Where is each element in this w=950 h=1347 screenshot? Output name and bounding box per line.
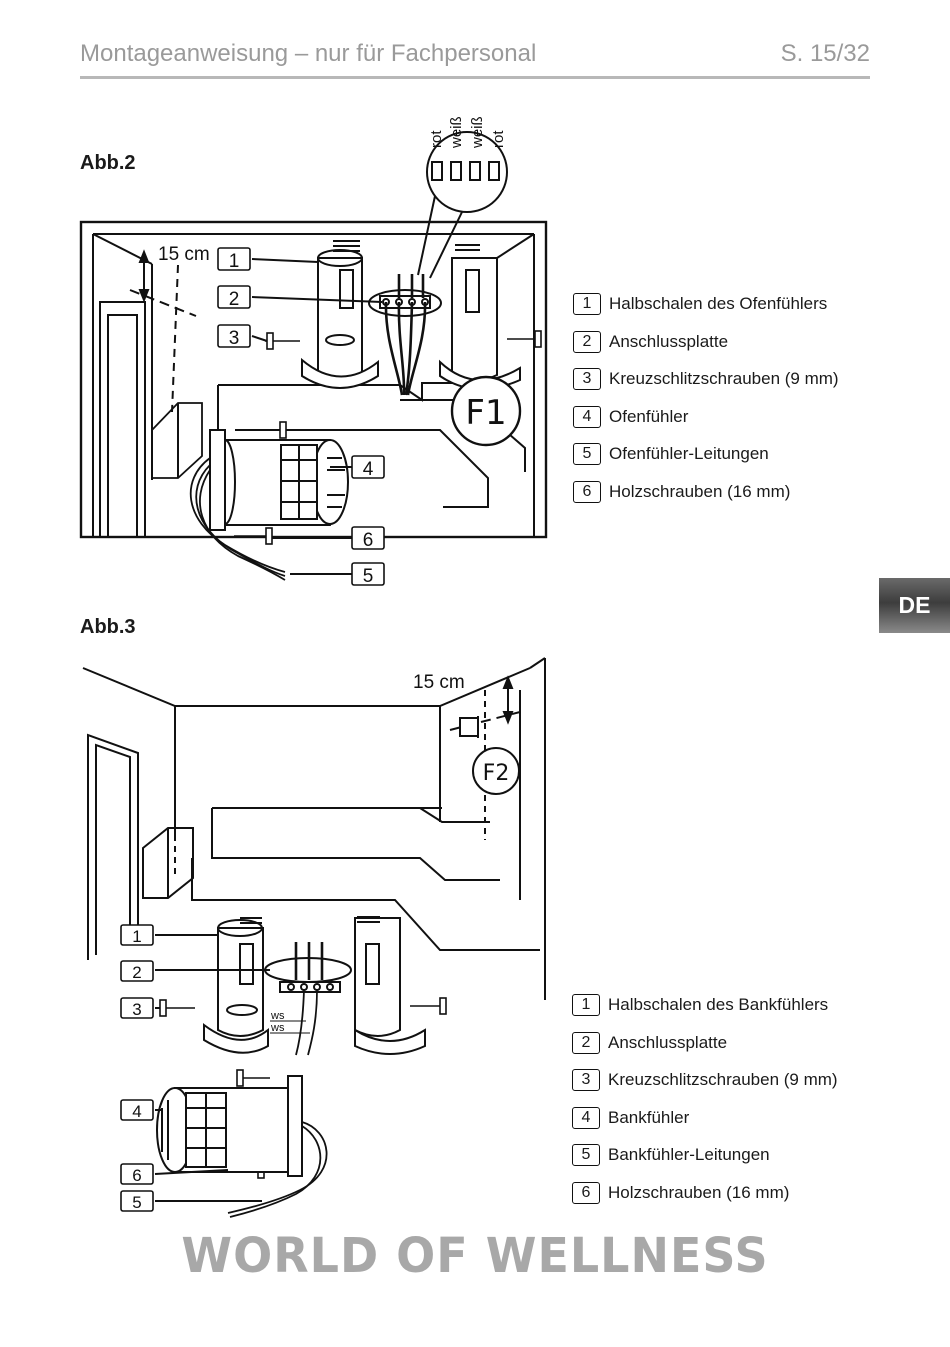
fig3-callout-5: 5 [132,1193,141,1212]
fig3-sensor-mark: F2 [483,761,510,786]
page-number: S. 15/32 [780,40,870,67]
fig2-distance: 15 cm [158,244,210,265]
fig2-label: Abb.2 [80,152,136,174]
wire-color-4: rot [490,130,507,148]
fig3-callout-1: 1 [132,927,141,946]
language-tab: DE [879,578,950,633]
fig3-callout-2: 2 [132,963,141,982]
fig3-callout-4: 4 [132,1102,141,1121]
fig3-wire-label-2: ws [270,1022,285,1034]
brand-wordmark: WORLD OF WELLNESS [181,1226,769,1284]
fig2-callout-3: 3 [229,328,240,349]
fig3-wire-label-1: ws [270,1010,285,1022]
fig2-callout-1: 1 [229,251,240,272]
fig3-label: Abb.3 [80,616,136,638]
fig2-sensor-mark: F1 [465,393,506,433]
wire-color-2: weiß [448,116,465,149]
fig2-callout-2: 2 [229,289,240,310]
document-title: Montageanweisung – nur für Fachpersonal [80,40,537,67]
wire-color-3: weiß [469,116,486,149]
fig2-callout-5: 5 [363,566,374,587]
fig3-callout-3: 3 [132,1000,141,1019]
fig2-callout-6: 6 [363,530,374,551]
fig3-distance: 15 cm [413,672,465,693]
fig3-callout-6: 6 [132,1166,141,1185]
wire-color-1: rot [428,130,445,148]
page-header: Montageanweisung – nur für Fachpersonal … [80,38,870,79]
fig2-callout-4: 4 [363,459,374,480]
